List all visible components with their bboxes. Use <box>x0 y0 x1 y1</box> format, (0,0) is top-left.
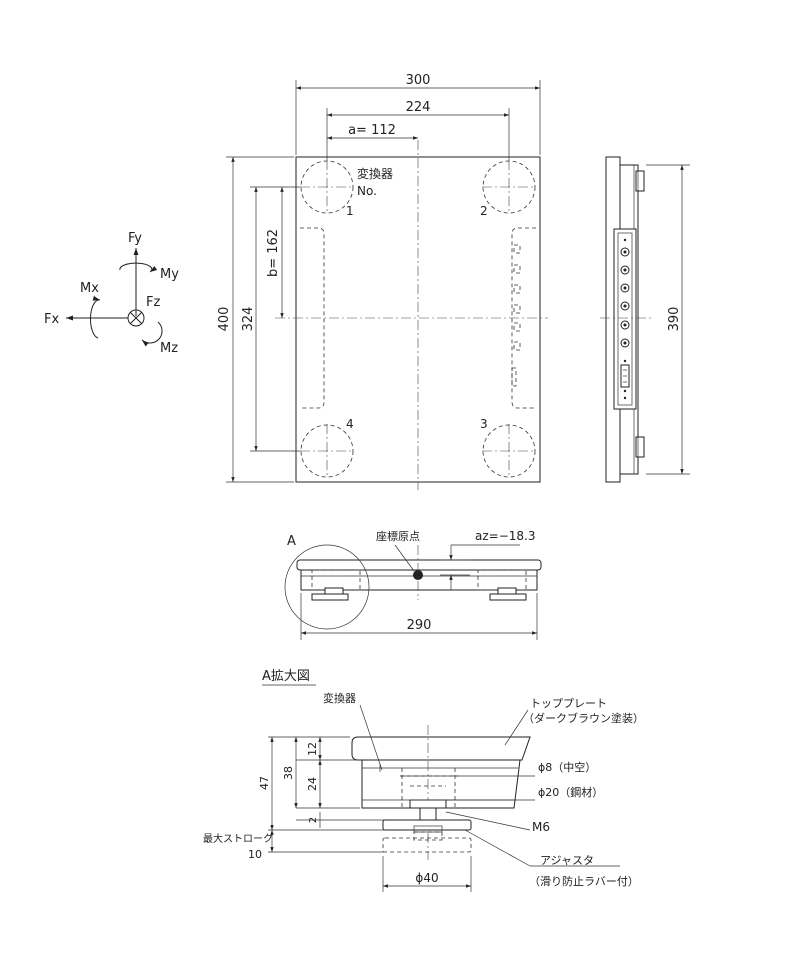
sensor-number-4: 4 <box>346 417 354 431</box>
sensor-number-2: 2 <box>480 204 488 218</box>
sensor-label-line1: 変換器 <box>357 166 393 181</box>
phi20-label: ϕ20（鋼材） <box>538 785 603 799</box>
dim-47: 47 <box>258 776 271 790</box>
dim-24: 24 <box>306 777 319 791</box>
label-fx: Fx <box>44 312 59 327</box>
phi40-label: ϕ40 <box>415 871 438 885</box>
detail-extended-pad <box>382 837 472 853</box>
dim-290: 290 <box>407 618 432 633</box>
dim-390: 390 <box>667 307 682 332</box>
detail-a-circle <box>284 544 370 630</box>
label-fz: Fz <box>146 295 160 310</box>
detail-top-plate <box>351 736 531 761</box>
origin-marker-icon <box>413 570 423 580</box>
dim-12: 12 <box>306 742 319 756</box>
m6-label: M6 <box>532 820 550 834</box>
top-view: 変換器 No. 1 2 3 4 300 224 a= 112 400 324 b… <box>217 73 548 490</box>
hidden-connectors <box>511 244 521 387</box>
mz-rotation-icon <box>141 321 163 347</box>
detail-a: A拡大図 変換器 トッププレート （ダークブラウン塗装） ϕ8（中空） ϕ20（… <box>203 669 644 892</box>
adjuster-top <box>635 170 645 192</box>
sensor-number-3: 3 <box>480 417 488 431</box>
sensor-label-line2: No. <box>357 184 377 198</box>
label-mx: Mx <box>80 281 99 296</box>
detail-nut <box>409 799 447 809</box>
axes-symbol: Fy My Mx Fz Fx Mz <box>44 231 179 356</box>
az-label: az=−18.3 <box>475 529 535 543</box>
label-mz: Mz <box>160 341 178 356</box>
dim-400: 400 <box>217 307 232 332</box>
foot-right <box>489 593 527 601</box>
dim-10: 10 <box>248 848 262 861</box>
dim-324: 324 <box>241 307 256 332</box>
side-view: 390 <box>600 156 690 483</box>
front-view: 座標原点 az=−18.3 A 290 <box>284 529 542 640</box>
adjuster-bottom <box>635 436 645 458</box>
mx-rotation-icon <box>89 295 101 339</box>
detail-stud <box>419 807 437 821</box>
dim-300: 300 <box>406 73 431 88</box>
origin-leader <box>394 544 415 572</box>
dim-a: a= 112 <box>348 123 396 138</box>
front-base <box>300 569 538 591</box>
max-stroke-label: 最大ストローク <box>203 832 273 845</box>
dim-b: b= 162 <box>266 229 281 277</box>
phi8-label: ϕ8（中空） <box>538 760 596 774</box>
top-plate-label-line2: （ダークブラウン塗装） <box>523 711 644 725</box>
adjuster-label-line2: （滑り防止ラバー付） <box>529 874 639 888</box>
adjuster-label-line1: アジャスタ <box>540 854 594 867</box>
dim-224: 224 <box>406 100 431 115</box>
fz-symbol-icon <box>127 309 145 327</box>
detail-sensor-body <box>361 759 521 809</box>
foot-left <box>311 593 349 601</box>
dim-38: 38 <box>282 766 295 780</box>
connector-icons <box>620 238 630 400</box>
detail-marker-a: A <box>287 534 296 549</box>
connector-panel <box>613 228 637 410</box>
top-plate-label-line1: トッププレート <box>530 697 607 710</box>
my-rotation-icon <box>119 262 158 273</box>
origin-label: 座標原点 <box>376 529 420 543</box>
sensor-number-1: 1 <box>346 204 354 218</box>
front-top-plate <box>296 559 542 571</box>
detail-adjuster-pad <box>382 819 472 831</box>
detail-title: A拡大図 <box>262 669 310 684</box>
dim-2: 2 <box>308 817 319 823</box>
label-fy: Fy <box>128 231 142 246</box>
label-my: My <box>160 267 179 282</box>
detail-sensor-label: 変換器 <box>323 691 356 705</box>
